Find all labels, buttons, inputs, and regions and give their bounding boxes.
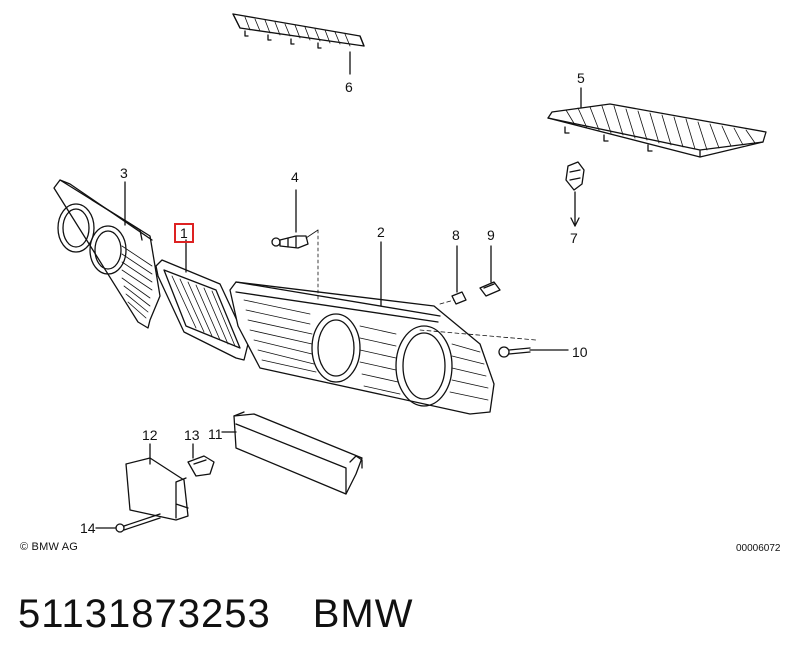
part-11-lower-panel: [221, 411, 363, 495]
part-9-nut: [479, 245, 501, 297]
callout-12: 12: [142, 427, 158, 443]
callout-11: 11: [208, 426, 223, 442]
part-2-main-grille: [229, 229, 495, 415]
part-caption: 51131873253 BMW: [18, 592, 414, 637]
callout-4: 4: [291, 169, 299, 185]
part-6-top-strip: [232, 13, 365, 75]
callout-3: 3: [120, 165, 128, 181]
callout-1-highlighted[interactable]: 1: [174, 223, 194, 243]
part-12-bracket: [125, 443, 189, 521]
part-8-screw: [451, 245, 467, 305]
copyright-notice: © BMW AG: [20, 541, 78, 553]
part-10-screw: [498, 346, 569, 358]
assembly-lines: [419, 299, 537, 341]
part-14-screw: [95, 513, 161, 533]
diagram-number: 00006072: [736, 543, 781, 554]
part-3-left-grille: [53, 179, 161, 329]
callout-6: 6: [345, 79, 353, 95]
callout-2: 2: [377, 224, 385, 240]
part-13-clip: [187, 443, 215, 477]
callout-9: 9: [487, 227, 495, 243]
exploded-view-drawing: [53, 13, 767, 533]
callout-8: 8: [452, 227, 460, 243]
parts-diagram: 3 1 4 2 6 5 7 8 9 10 11 12 13 14 © BMW A…: [20, 13, 781, 554]
part-5-right-strip: [547, 87, 767, 158]
callout-10: 10: [572, 344, 588, 360]
brand-name: BMW: [312, 592, 414, 636]
part-1-kidney-grille: [155, 239, 249, 361]
callout-13: 13: [184, 427, 200, 443]
part-4-bolt: [271, 189, 319, 249]
part-7-clip: [565, 161, 585, 227]
part-number: 51131873253: [18, 592, 271, 636]
callout-7: 7: [570, 230, 578, 246]
callout-5: 5: [577, 70, 585, 86]
callout-14: 14: [80, 520, 96, 536]
